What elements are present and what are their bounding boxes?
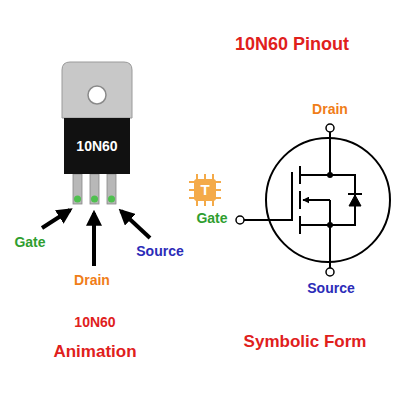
caption: Animation — [53, 343, 136, 362]
to220-package — [62, 62, 132, 204]
gate-plate — [291, 172, 293, 221]
drain-wire — [300, 132, 330, 175]
pin-label: Drain — [74, 273, 110, 288]
diode — [349, 195, 361, 206]
body-wire — [329, 200, 331, 225]
symbol-circle — [266, 138, 390, 262]
pin-dot — [108, 196, 115, 203]
pin-dot — [74, 196, 81, 203]
channel — [299, 191, 301, 209]
gate-terminal — [236, 216, 244, 224]
metal-tab — [62, 62, 132, 118]
pointer-arrow — [92, 213, 96, 266]
pin-dot — [91, 196, 98, 203]
pin — [107, 174, 116, 204]
pin-label: Gate — [196, 211, 227, 226]
pointer-arrow — [121, 211, 150, 238]
watermark: T — [200, 182, 209, 199]
source-wire — [300, 225, 330, 268]
pin — [73, 174, 82, 204]
caption: Symbolic Form — [244, 333, 367, 352]
pin-label: Drain — [312, 102, 348, 117]
gate-wire — [244, 219, 292, 221]
pin-label: Source — [307, 281, 354, 296]
drain-terminal — [326, 124, 334, 132]
pointer-arrow — [42, 210, 70, 228]
diode-wire — [330, 175, 355, 225]
watermark-logo — [189, 174, 221, 206]
source-terminal — [326, 268, 334, 276]
part-marking: 10N60 — [76, 138, 117, 154]
body-arrow — [303, 199, 330, 201]
pointer-arrows — [42, 210, 150, 266]
mosfet-symbol — [236, 124, 390, 276]
title: 10N60 Pinout — [235, 35, 349, 55]
part-number: 10N60 — [74, 315, 115, 330]
diode-bar — [348, 193, 362, 195]
mounting-hole — [88, 86, 106, 104]
package-body: 10N60 — [64, 118, 130, 174]
junction-dot — [327, 222, 333, 228]
junction-dot — [327, 172, 333, 178]
pin — [90, 174, 99, 204]
pin-label: Gate — [14, 235, 45, 250]
pin-label: Source — [136, 244, 183, 259]
